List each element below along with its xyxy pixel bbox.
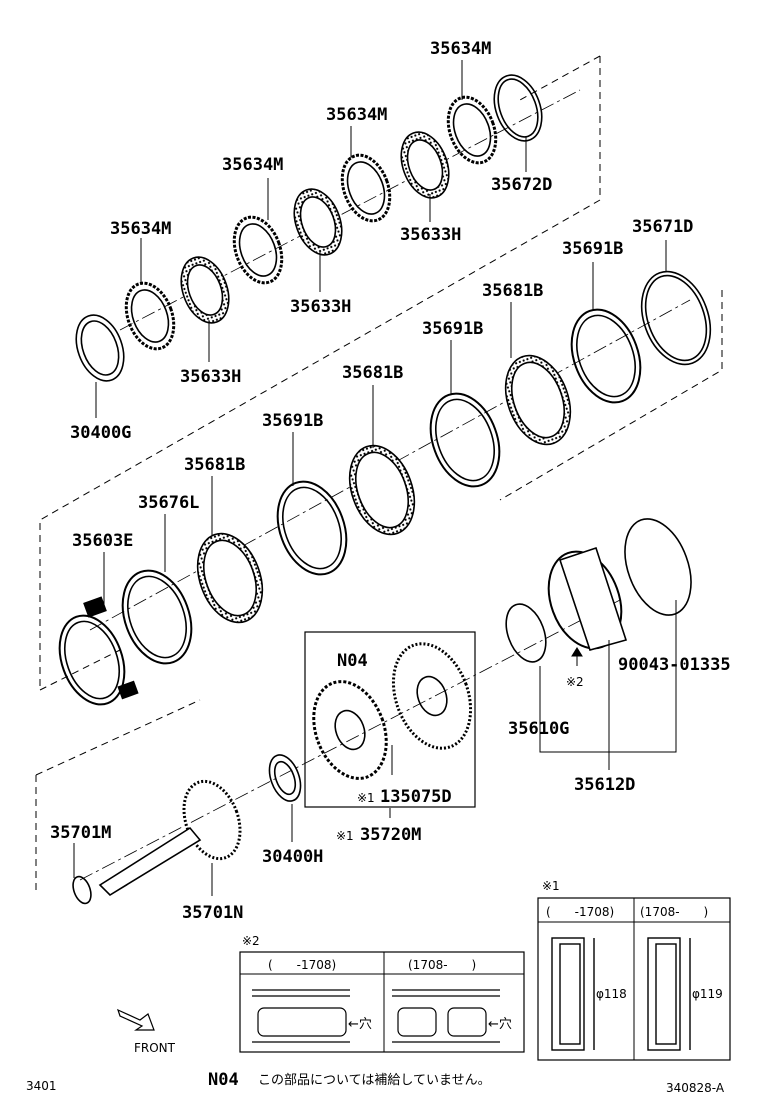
label-35634M-3: 35634M (326, 105, 387, 125)
label-35672D: 35672D (491, 175, 552, 195)
label-35603E: 35603E (72, 531, 133, 551)
label-35681B-3: 35681B (482, 281, 543, 301)
label-35681B-2: 35681B (342, 363, 403, 383)
label-35633H-2: 35633H (290, 297, 351, 317)
plate-35634M-3 (340, 153, 392, 223)
plate-35691B-3 (570, 308, 642, 404)
ring-90043-01335 (624, 518, 692, 616)
drum-35612D (547, 546, 628, 651)
disc-35633H-3 (400, 131, 450, 199)
disc-35681B-1 (196, 532, 264, 624)
snap-ring-30400G (75, 314, 125, 382)
shaft-35701N (98, 779, 242, 897)
inset1-dim1: φ118 (596, 987, 627, 1001)
label-35701M: 35701M (50, 823, 111, 843)
upper-clutch-pack (75, 74, 543, 382)
label-135075D: 135075D (380, 787, 452, 807)
inset-note2: ※2 ( -1708) (1708- ) ←穴 ←穴 (239, 934, 525, 1053)
middle-clutch-pack (58, 270, 712, 706)
disc-35681B-2 (348, 444, 416, 536)
label-35676L: 35676L (138, 493, 199, 513)
ring-35610G (505, 603, 547, 663)
plate-35634M-1 (124, 281, 176, 351)
front-label: FRONT (134, 1041, 176, 1055)
label-35610G: 35610G (508, 719, 569, 739)
inset2-col1: ( -1708) (268, 958, 336, 972)
leader-lines (73, 60, 677, 896)
inset2-hole1: ←穴 (348, 1017, 372, 1032)
page-code-left: 3401 (26, 1079, 57, 1093)
plate-35676L (121, 569, 193, 665)
hub-35603E (58, 596, 139, 706)
disc-35633H-2 (293, 188, 343, 256)
label-30400H: 30400H (262, 847, 323, 867)
inset2-hole2: ←穴 (488, 1017, 512, 1032)
disc-35681B-3 (504, 354, 572, 446)
label-35612D: 35612D (574, 775, 635, 795)
label-35681B-1: 35681B (184, 455, 245, 475)
note1-mark: ※1 (357, 791, 375, 805)
drum-135075D (391, 642, 473, 750)
gear-N04 (312, 680, 388, 780)
inset1-col1: ( -1708) (546, 905, 614, 919)
lower-assembly (72, 518, 692, 905)
plate-35634M-2 (232, 215, 284, 285)
label-35691B-1: 35691B (262, 411, 323, 431)
inset2-label: ※2 (242, 934, 260, 948)
disc-35633H-1 (180, 256, 230, 324)
label-35634M-2: 35634M (222, 155, 283, 175)
plate-35691B-2 (429, 392, 501, 488)
plate-35691B-1 (276, 480, 348, 576)
inset1-dim2: φ119 (692, 987, 723, 1001)
label-35633H-3: 35633H (400, 225, 461, 245)
label-35634M-4: 35634M (430, 39, 491, 59)
page-code-right: 340828-A (666, 1081, 725, 1095)
inset1-col2: (1708- ) (640, 905, 708, 919)
label-35671D: 35671D (632, 217, 693, 237)
note1-mark-35720M: ※1 (336, 829, 354, 843)
label-N04: N04 (337, 651, 368, 671)
note2-arrow-mark: ※2 (566, 675, 584, 689)
label-90043-01335: 90043-01335 (618, 655, 731, 675)
inset-note1: ※1 ( -1708) (1708- ) φ118 φ119 (537, 879, 731, 1061)
label-35691B-2: 35691B (422, 319, 483, 339)
label-35701N: 35701N (182, 903, 243, 923)
label-35720M: 35720M (360, 825, 421, 845)
label-30400G: 30400G (70, 423, 131, 443)
group-outline (35, 55, 723, 890)
note-text: この部品については補給していません。 (258, 1073, 491, 1088)
washer-35701M (72, 875, 92, 905)
washer-30400H (268, 754, 302, 802)
ring-35672D (493, 74, 543, 142)
front-arrow-icon (116, 1008, 155, 1031)
label-35633H-1: 35633H (180, 367, 241, 387)
assembly-box (304, 631, 476, 808)
label-35691B-3: 35691B (562, 239, 623, 259)
note-code: N04 (208, 1070, 239, 1090)
inset1-label: ※1 (542, 879, 560, 893)
ring-35671D (640, 270, 712, 366)
plate-35634M-4 (446, 95, 498, 165)
label-35634M-1: 35634M (110, 219, 171, 239)
inset2-col2: (1708- ) (408, 958, 476, 972)
